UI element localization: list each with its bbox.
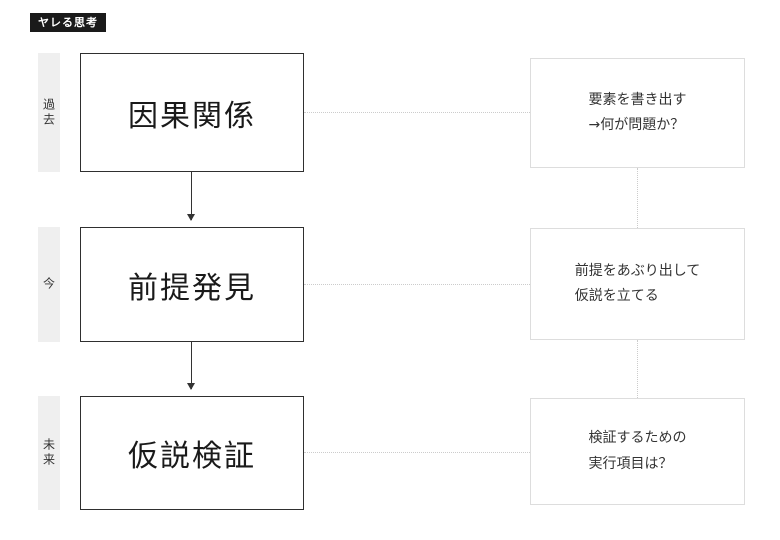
flow-box-hypothesis: 仮説検証 (80, 396, 304, 510)
timeline-bar-future: 未来 (38, 396, 60, 510)
note-box-elements: 要素を書き出す →何が問題か？ (530, 58, 745, 168)
dotted-connector-horizontal (304, 112, 530, 113)
flow-box-premise: 前提発見 (80, 227, 304, 342)
timeline-bar-now: 今 (38, 227, 60, 342)
note-box-verify: 検証するための 実行項目は？ (530, 398, 745, 505)
flow-box-hypothesis-label: 仮説検証 (128, 439, 256, 474)
timeline-label-future: 未来 (41, 438, 56, 468)
title-badge: ヤレる思考 (30, 13, 106, 32)
note-line: 仮説を立てる (574, 288, 659, 304)
flow-box-causality: 因果関係 (80, 53, 304, 172)
note-line: 前提をあぶり出して (574, 262, 701, 279)
dotted-connector-horizontal (304, 284, 530, 285)
timeline-label-now: 今 (41, 277, 56, 292)
down-arrow-icon (187, 342, 195, 390)
timeline-label-past: 過去 (41, 97, 56, 128)
dotted-connector-vertical (637, 168, 638, 228)
flow-box-causality-label: 因果関係 (128, 98, 256, 134)
down-arrow-icon (187, 172, 195, 221)
note-line: →何が問題か？ (588, 117, 685, 133)
note-box-elements-text: 要素を書き出す →何が問題か？ (589, 88, 687, 138)
flow-box-premise-label: 前提発見 (128, 270, 256, 306)
note-box-premise: 前提をあぶり出して 仮説を立てる (530, 228, 745, 340)
dotted-connector-horizontal (304, 452, 530, 453)
note-box-verify-text: 検証するための 実行項目は？ (589, 426, 687, 476)
note-line: 実行項目は？ (588, 455, 673, 472)
note-line: 要素を書き出す (588, 91, 687, 108)
note-box-premise-text: 前提をあぶり出して 仮説を立てる (575, 259, 701, 309)
note-line: 検証するための (588, 430, 687, 447)
dotted-connector-vertical (637, 340, 638, 398)
timeline-bar-past: 過去 (38, 53, 60, 172)
